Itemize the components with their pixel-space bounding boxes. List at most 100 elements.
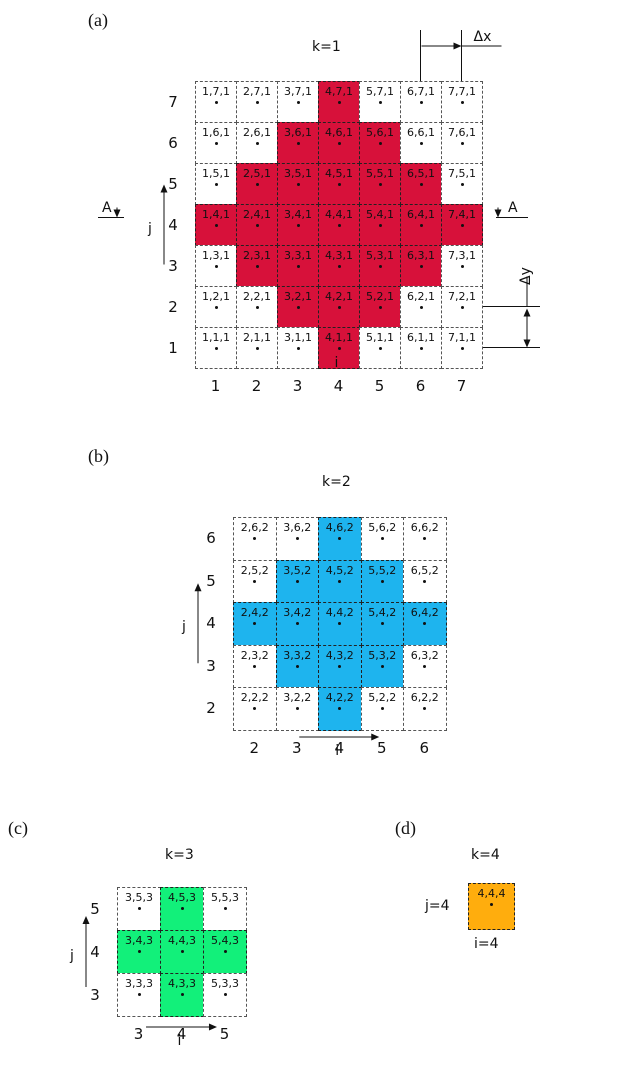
grid-cell: 1,6,1 (195, 122, 237, 164)
cell-index-label: 6,1,1 (407, 331, 435, 344)
cell-center-dot (338, 664, 342, 668)
cell-center-dot (296, 224, 300, 227)
cell-index-label: 3,6,1 (284, 126, 312, 139)
cell-index-label: 5,1,1 (366, 331, 394, 344)
i-axis-label: i (177, 1033, 182, 1049)
grid-cell: 1,1,1 (195, 327, 237, 369)
j-axis-tick: 4 (168, 215, 178, 234)
cell-index-label: 7,7,1 (448, 85, 476, 98)
grid-cell: 7,1,1 (441, 327, 483, 369)
cell-center-dot (338, 707, 342, 710)
cell-center-dot (255, 265, 259, 268)
cell-index-label: 5,3,1 (366, 249, 394, 262)
cell-center-dot (255, 142, 259, 145)
cell-center-dot (337, 347, 341, 350)
cell-index-label: 6,6,2 (410, 521, 439, 534)
grid-cell: 6,3,1 (400, 245, 442, 287)
cell-index-label: 2,2,2 (240, 691, 269, 704)
panel-title: k=3 (165, 847, 194, 863)
cell-index-label: 5,3,3 (211, 977, 239, 990)
cell-index-label: 4,3,3 (168, 977, 196, 990)
cell-center-dot (255, 101, 259, 104)
cell-index-label: 3,7,1 (284, 85, 312, 98)
dy-arrow-head-top (523, 308, 531, 317)
cell-center-dot (419, 224, 423, 227)
j-axis-tick: 5 (168, 174, 178, 193)
cell-center-dot (423, 579, 427, 583)
cell-index-label: 3,2,2 (283, 691, 312, 704)
j-axis-tick: 4 (206, 614, 216, 633)
i-axis-tick: 5 (376, 738, 387, 757)
grid-cell: 2,4,1 (236, 204, 278, 246)
cell-index-label: 7,5,1 (448, 167, 476, 180)
cell-index-label: 5,2,1 (366, 290, 394, 303)
grid-cell: 2,3,2 (233, 644, 277, 688)
cell-center-dot (295, 622, 299, 625)
cell-index-label: 3,4,1 (284, 208, 312, 221)
grid-cell: 3,3,3 (117, 973, 161, 1017)
cell-index-label: 6,6,1 (407, 126, 435, 139)
cell-index-label: 6,4,1 (407, 208, 435, 221)
panel-label: (c) (8, 818, 28, 838)
i-axis-tick: 2 (251, 377, 262, 395)
cell-center-dot (296, 265, 300, 268)
grid-cell: 6,2,2 (403, 687, 447, 731)
grid-cell: 2,1,1 (236, 327, 278, 369)
panel-label: (a) (88, 10, 108, 30)
grid-cell: 2,4,2 (233, 602, 277, 646)
cell-center-dot (295, 664, 299, 668)
grid-cell: 6,5,2 (403, 559, 447, 603)
cell-index-label: 2,3,1 (243, 249, 271, 262)
cell-center-dot (337, 101, 341, 104)
cell-center-dot (214, 265, 218, 268)
i-axis-label: i (334, 355, 339, 371)
cell-center-dot (378, 306, 382, 309)
grid-cell: 5,6,1 (359, 122, 401, 164)
cell-index-label: 3,1,1 (284, 331, 312, 344)
cell-index-label: 2,7,1 (243, 85, 271, 98)
grid-cell: 1,2,1 (195, 286, 237, 328)
grid-cell: 2,7,1 (236, 81, 278, 123)
grid-cell: 5,5,2 (360, 559, 404, 603)
j-index-text: j=4 (425, 898, 450, 914)
cell-center-dot (214, 101, 218, 104)
cell-center-dot (460, 142, 464, 145)
grid-cell: 4,3,3 (160, 973, 204, 1017)
grid-cell: 5,4,3 (203, 930, 247, 974)
section-label-left: A (102, 199, 112, 216)
cell-index-label: 3,4,3 (125, 934, 153, 947)
i-axis-tick: 4 (333, 377, 344, 395)
j-axis-label: j (182, 619, 186, 636)
grid-cell: 6,3,2 (403, 644, 447, 688)
cell-center-dot (423, 537, 427, 540)
cell-center-dot (214, 183, 218, 186)
grid-cell: 6,2,1 (400, 286, 442, 328)
grid-cell: 4,6,2 (318, 517, 362, 561)
grid-cell: 4,4,3 (160, 930, 204, 974)
grid-cell: 5,3,2 (360, 644, 404, 688)
i-axis-tick: 6 (419, 738, 430, 757)
i-axis-tick: 1 (210, 377, 221, 395)
cell-index-label: 2,4,1 (243, 208, 271, 221)
cell-center-dot (180, 950, 184, 953)
grid-cell: 5,7,1 (359, 81, 401, 123)
cell-center-dot (255, 183, 259, 186)
cell-center-dot (378, 347, 382, 350)
grid-cell: 5,2,1 (359, 286, 401, 328)
grid-cell: 5,1,1 (359, 327, 401, 369)
j-axis-tick: 5 (206, 571, 216, 590)
grid-cell: 1,5,1 (195, 163, 237, 205)
cell-index-label: 7,4,1 (448, 208, 476, 221)
cell-center-dot (380, 579, 384, 583)
cell-center-dot (423, 622, 427, 625)
cell-index-label: 3,5,1 (284, 167, 312, 180)
cell-index-label: 6,2,2 (410, 691, 439, 704)
cell-index-label: 2,6,2 (240, 521, 269, 534)
cell-center-dot (337, 224, 341, 227)
panel-title: k=2 (322, 474, 351, 490)
cell-center-dot (338, 537, 342, 540)
grid-cell: 7,5,1 (441, 163, 483, 205)
cell-center-dot (253, 537, 257, 540)
cell-center-dot (378, 183, 382, 186)
cell-center-dot (255, 306, 259, 309)
